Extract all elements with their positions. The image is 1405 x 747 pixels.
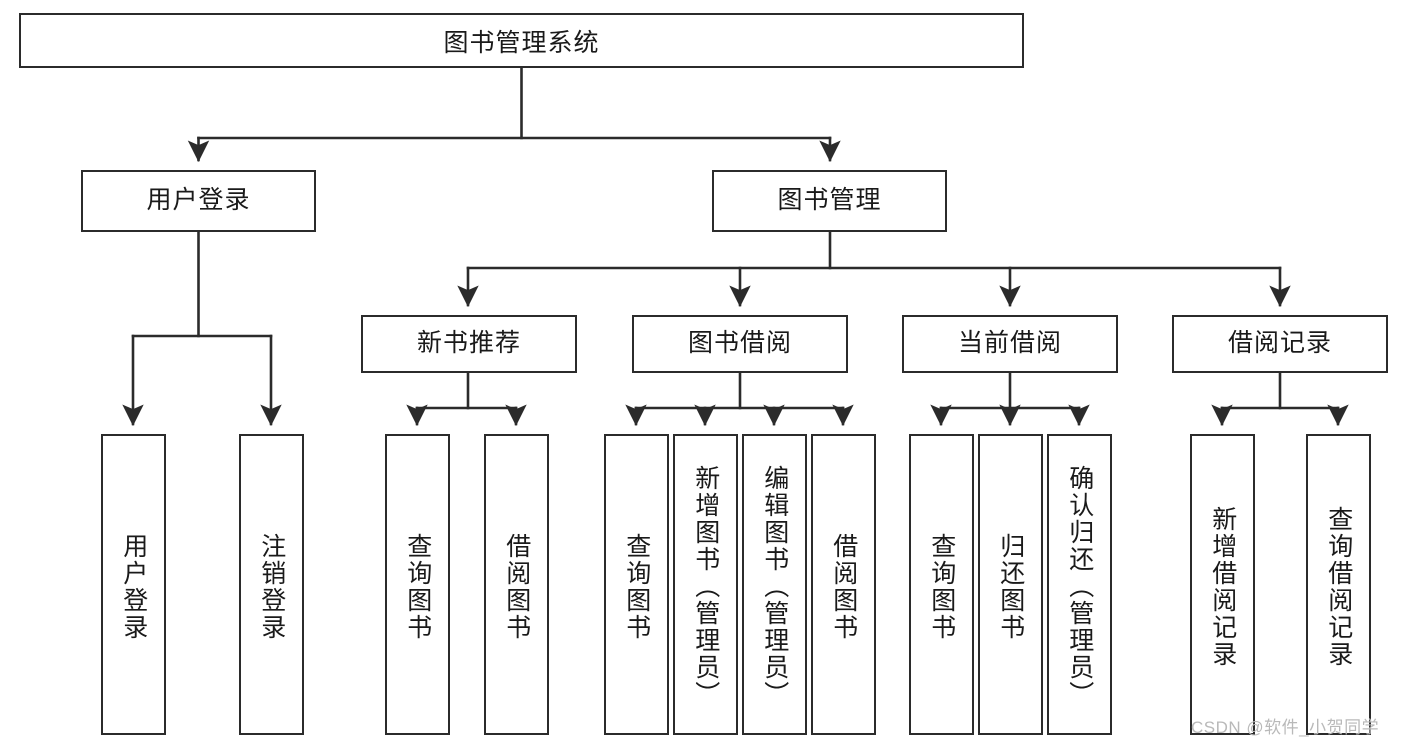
leaf-query-borrow-record[interactable]: 查询借阅记录 bbox=[1306, 434, 1371, 735]
node-label: 借阅图书 bbox=[502, 532, 531, 641]
node-user-login[interactable]: 用户登录 bbox=[81, 170, 316, 232]
leaf-edit-book-admin[interactable]: 编辑图书（管理员） bbox=[742, 434, 807, 735]
node-label: 图书管理 bbox=[777, 186, 882, 215]
leaf-query-book-recommend[interactable]: 查询图书 bbox=[385, 434, 450, 735]
node-borrow-record[interactable]: 借阅记录 bbox=[1172, 315, 1388, 373]
leaf-user-login[interactable]: 用户登录 bbox=[101, 434, 166, 735]
node-root-book-management-system[interactable]: 图书管理系统 bbox=[19, 13, 1024, 68]
node-label: 用户登录 bbox=[146, 186, 251, 215]
leaf-add-borrow-record[interactable]: 新增借阅记录 bbox=[1190, 434, 1255, 735]
node-book-borrow[interactable]: 图书借阅 bbox=[632, 315, 848, 373]
leaf-borrow-book-recommend[interactable]: 借阅图书 bbox=[484, 434, 549, 735]
leaf-user-logout[interactable]: 注销登录 bbox=[239, 434, 304, 735]
node-label: 编辑图书（管理员） bbox=[760, 465, 789, 708]
leaf-confirm-return-admin[interactable]: 确认归还（管理员） bbox=[1047, 434, 1112, 735]
node-label: 图书管理系统 bbox=[443, 28, 600, 57]
node-label: 新增借阅记录 bbox=[1208, 505, 1237, 668]
node-label: 借阅图书 bbox=[829, 532, 858, 641]
node-label: 图书借阅 bbox=[687, 329, 792, 358]
node-book-manage[interactable]: 图书管理 bbox=[712, 170, 947, 232]
node-label: 用户登录 bbox=[119, 532, 148, 641]
node-label: 查询借阅记录 bbox=[1324, 505, 1353, 668]
leaf-query-book-borrow[interactable]: 查询图书 bbox=[604, 434, 669, 735]
leaf-add-book-admin[interactable]: 新增图书（管理员） bbox=[673, 434, 738, 735]
node-label: 注销登录 bbox=[257, 532, 286, 641]
node-label: 确认归还（管理员） bbox=[1065, 465, 1094, 708]
node-new-book-recommend[interactable]: 新书推荐 bbox=[361, 315, 577, 373]
node-label: 查询图书 bbox=[927, 532, 956, 641]
leaf-return-book[interactable]: 归还图书 bbox=[978, 434, 1043, 735]
node-label: 查询图书 bbox=[403, 532, 432, 641]
node-label: 当前借阅 bbox=[957, 329, 1062, 358]
csdn-watermark: CSDN @软件_小贺同学 bbox=[1191, 718, 1380, 737]
node-label: 借阅记录 bbox=[1227, 329, 1332, 358]
leaf-borrow-book[interactable]: 借阅图书 bbox=[811, 434, 876, 735]
node-label: 新增图书（管理员） bbox=[691, 465, 720, 708]
node-label: 查询图书 bbox=[622, 532, 651, 641]
node-label: 新书推荐 bbox=[416, 329, 521, 358]
node-current-borrow[interactable]: 当前借阅 bbox=[902, 315, 1118, 373]
leaf-query-book-current[interactable]: 查询图书 bbox=[909, 434, 974, 735]
node-label: 归还图书 bbox=[996, 532, 1025, 641]
